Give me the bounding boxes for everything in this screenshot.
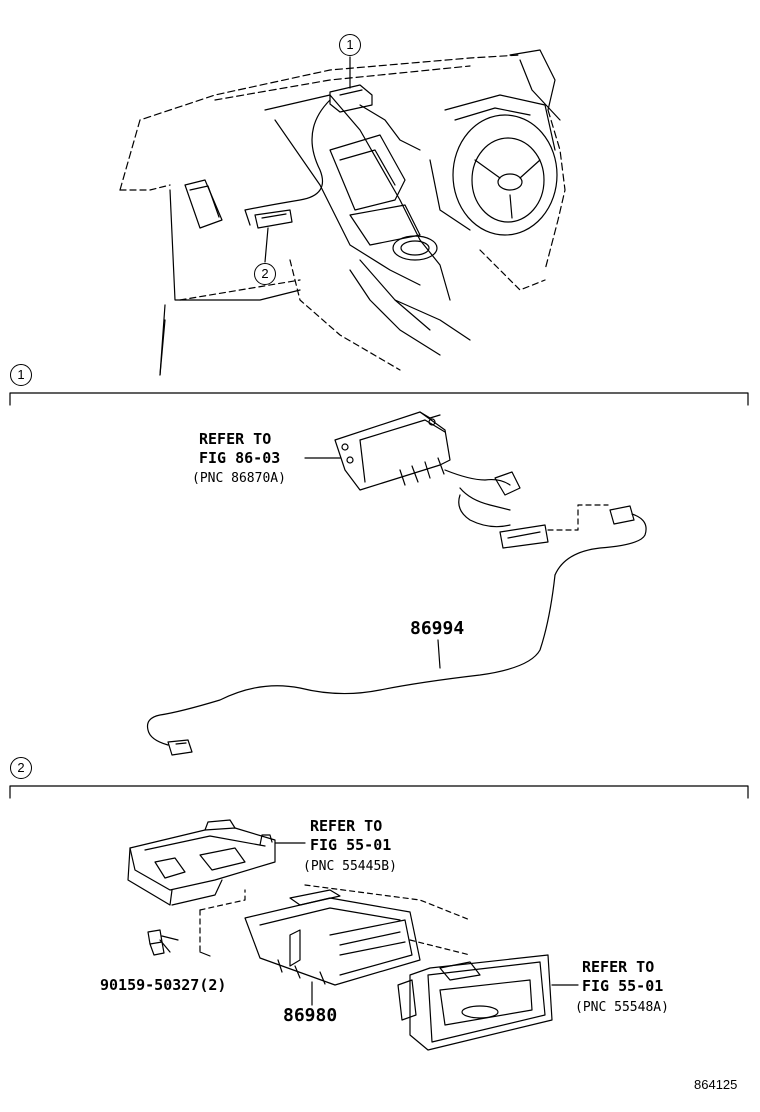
section-2-bracket <box>9 785 749 799</box>
section-2-refer-a-line2: FIG 55-01 <box>310 836 392 854</box>
part-number-86980: 86980 <box>283 1005 338 1026</box>
section-1-refer-line1: REFER TO <box>199 430 272 448</box>
part-number-86994: 86994 <box>410 618 465 639</box>
section-1-refer-line3: (PNC 86870A) <box>192 471 286 486</box>
callout-2-top: 2 <box>254 263 276 285</box>
section-1-callout: 1 <box>10 364 32 386</box>
illustration-code: 864125 <box>694 1077 738 1092</box>
section-1-refer-line2: FIG 86-03 <box>199 449 281 467</box>
section-1-illustration <box>146 411 647 756</box>
section-2-illustration <box>127 819 579 1051</box>
section-2-refer-b-line2: FIG 55-01 <box>582 977 664 995</box>
section-2-refer-a-line1: REFER TO <box>310 817 383 835</box>
section-1-bracket <box>9 392 749 406</box>
callout-1-top: 1 <box>339 34 361 56</box>
section-2-refer-b-line3: (PNC 55548A) <box>575 1000 669 1015</box>
section-2-refer-b-line1: REFER TO <box>582 958 655 976</box>
dashboard-overview-illustration <box>119 49 566 376</box>
section-2-refer-a-line3: (PNC 55445B) <box>303 859 397 874</box>
bolt-part-number: 90159-50327(2) <box>100 976 227 994</box>
section-2-callout: 2 <box>10 757 32 779</box>
